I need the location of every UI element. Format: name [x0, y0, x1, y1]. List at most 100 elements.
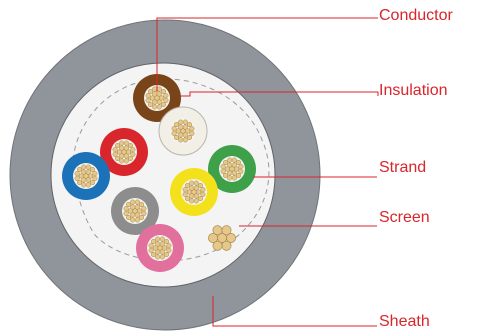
strand: [155, 236, 161, 242]
strand: [76, 166, 83, 173]
strand: [222, 172, 229, 179]
strand: [125, 201, 132, 208]
strand: [92, 171, 98, 177]
core-grey: [111, 187, 159, 235]
strand: [141, 210, 147, 216]
insulation-label: Insulation: [379, 82, 448, 99]
strand: [134, 212, 140, 218]
strand: [119, 153, 125, 159]
strand: [127, 208, 133, 214]
strand: [152, 245, 158, 251]
strand: [76, 179, 83, 186]
strand: [231, 157, 237, 163]
strand: [200, 187, 206, 193]
strand: [227, 170, 233, 176]
strand: [162, 245, 168, 251]
strand: [178, 137, 184, 143]
strand: [152, 86, 158, 92]
strand: [238, 168, 244, 174]
strand: [130, 199, 136, 205]
strand: [171, 130, 177, 136]
strand: [197, 195, 204, 202]
screen-label: Screen: [379, 209, 430, 226]
strand: [85, 182, 91, 188]
strand: [81, 164, 87, 170]
strand: [81, 169, 87, 175]
strand: [127, 142, 134, 149]
strand: [134, 199, 140, 205]
strand: [119, 158, 125, 164]
strand: [123, 145, 129, 151]
strand: [220, 164, 226, 170]
strand: [155, 254, 161, 260]
strand: [123, 210, 129, 216]
core-green: [208, 145, 256, 193]
strand: [150, 251, 157, 258]
strand: [185, 128, 191, 134]
strand: [127, 155, 134, 162]
core-red: [100, 128, 148, 176]
strand: [89, 166, 96, 173]
strand: [112, 147, 118, 153]
strand: [163, 97, 169, 103]
strand: [200, 191, 206, 197]
strand: [119, 145, 125, 151]
strand: [193, 193, 199, 199]
strand: [182, 124, 188, 130]
strand: [234, 166, 240, 172]
strand: [116, 149, 122, 155]
strand: [134, 217, 140, 223]
strand: [193, 198, 199, 204]
strand: [159, 254, 165, 260]
strand: [163, 238, 170, 245]
strand: [166, 247, 172, 253]
strand: [182, 187, 188, 193]
strand: [224, 166, 230, 172]
strand: [130, 151, 136, 157]
strand: [189, 180, 195, 186]
strand: [74, 175, 80, 181]
strand: [145, 97, 151, 103]
strand: [155, 241, 161, 247]
strand: [148, 247, 154, 253]
strand: [189, 126, 195, 132]
strand: [81, 182, 87, 188]
strand: [119, 140, 125, 146]
strand: [130, 147, 136, 153]
strand: [159, 236, 165, 242]
strand: [149, 95, 155, 101]
core-brown: [133, 74, 181, 122]
strand: [189, 185, 195, 191]
strand: [123, 158, 129, 164]
strand: [156, 86, 162, 92]
strand: [125, 214, 132, 221]
strand: [196, 189, 202, 195]
strand: [163, 251, 170, 258]
strand: [231, 162, 237, 168]
sheath-label: Sheath: [379, 313, 430, 330]
drain-strand: [208, 233, 218, 243]
strand: [182, 132, 188, 138]
strand: [227, 157, 233, 163]
core-white: [158, 106, 208, 156]
strand: [92, 175, 98, 181]
strand: [89, 179, 96, 186]
core-pink: [136, 224, 184, 272]
strand: [182, 137, 188, 143]
strand-label: Strand: [379, 159, 426, 176]
strand: [186, 121, 193, 128]
drain-strand: [226, 233, 236, 243]
strand: [130, 204, 136, 210]
strand: [123, 140, 129, 146]
strand: [173, 121, 180, 128]
strand: [148, 243, 154, 249]
strand: [126, 149, 132, 155]
strand: [182, 191, 188, 197]
strand: [78, 173, 84, 179]
strand: [182, 119, 188, 125]
conductor-label: Conductor: [379, 7, 453, 24]
strand: [152, 104, 158, 110]
screen-wrap: [72, 78, 270, 262]
strand: [178, 132, 184, 138]
insulation-leader-line: [180, 91, 379, 97]
